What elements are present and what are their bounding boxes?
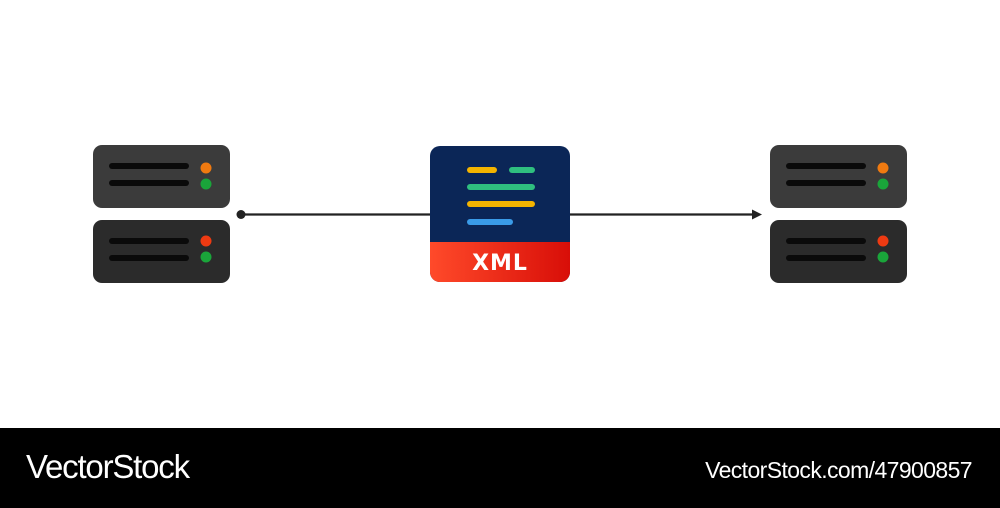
xml-transfer-diagram: XML [93, 145, 907, 283]
status-led-icon [877, 235, 889, 247]
status-led-icon [200, 162, 212, 174]
server-stack-icon [93, 145, 230, 283]
connector-document-to-target [570, 209, 762, 220]
xml-document-icon: XML [430, 146, 570, 282]
status-led-icon [877, 178, 889, 190]
image-id-text: VectorStock.com/47900857 [705, 457, 972, 483]
status-led-icon [877, 162, 889, 174]
xml-label: XML [472, 251, 528, 276]
status-led-icon [200, 235, 212, 247]
connector-source-to-document [236, 210, 430, 219]
source-server-bottom [93, 220, 230, 283]
xml-label-band [430, 242, 570, 282]
brand-logo: VectorStock [26, 448, 190, 485]
footer-bar: VectorStock VectorStock.com/47900857 [0, 428, 1000, 508]
code-lines-icon [467, 167, 535, 225]
status-led-icon [200, 178, 212, 190]
connector-arrowhead-icon [752, 209, 762, 220]
connector-start-dot [236, 210, 246, 219]
target-server-top [770, 145, 907, 208]
target-server-bottom [770, 220, 907, 283]
status-led-icon [877, 251, 889, 263]
status-led-icon [200, 251, 212, 263]
source-server-top [93, 145, 230, 208]
server-stack-icon [770, 145, 907, 283]
